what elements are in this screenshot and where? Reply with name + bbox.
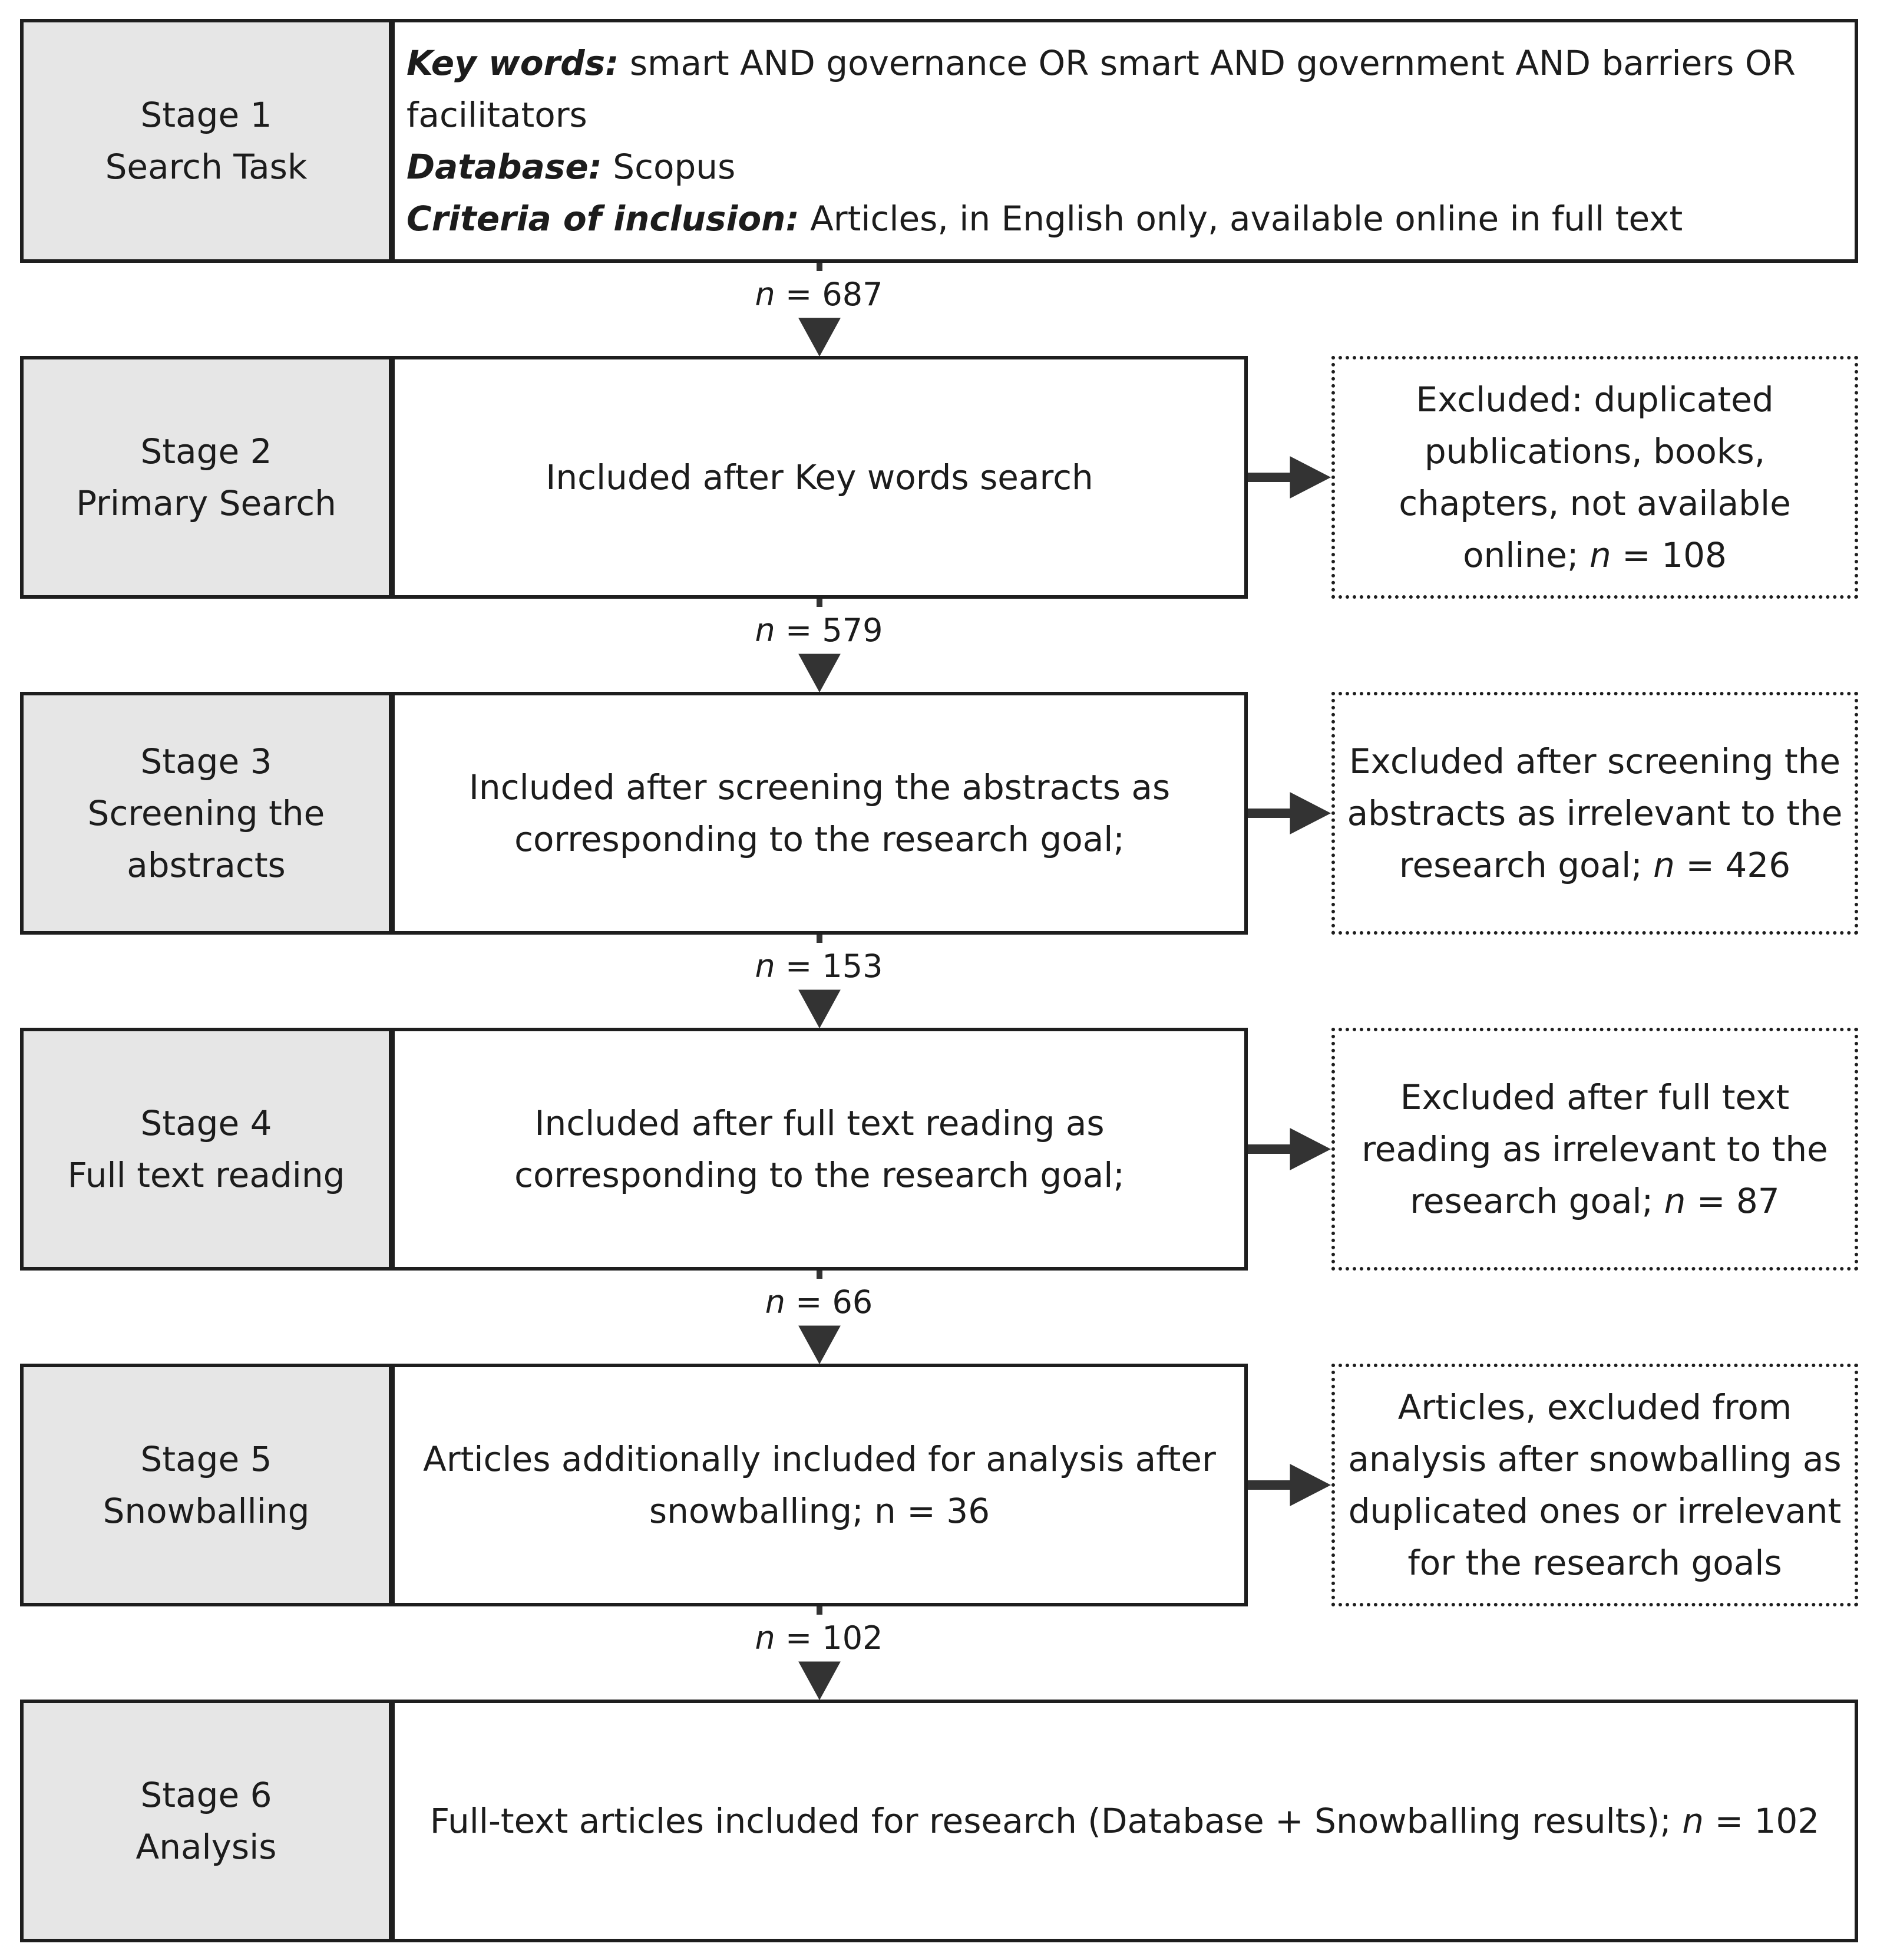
- stage-6-row: Stage 6 Analysis Full-text articles incl…: [20, 1700, 1858, 1942]
- count-4: n = 66: [765, 1283, 873, 1321]
- stage-4-title: Full text reading: [67, 1155, 345, 1195]
- stage-2-included: Included after Key words search: [546, 457, 1093, 497]
- stage-4-label: Stage 4 Full text reading: [24, 1031, 395, 1267]
- right-arrow-3: [1248, 1128, 1331, 1170]
- down-arrow-3: [798, 935, 841, 1029]
- stage-5-title: Snowballing: [103, 1491, 310, 1531]
- stage-6-number: Stage 6: [140, 1775, 272, 1815]
- stage-3-included: Included after screening the abstracts a…: [468, 767, 1171, 859]
- down-arrow-2: [798, 599, 841, 693]
- count-5: n = 102: [755, 1619, 883, 1657]
- stage-4-row: Stage 4 Full text reading Included after…: [20, 1028, 1248, 1271]
- criteria-label: Criteria of inclusion:: [407, 199, 799, 239]
- stage-3-title-line2: abstracts: [127, 845, 286, 885]
- stage-1-title: Search Task: [105, 147, 308, 187]
- search-criteria: Key words: smart AND governance OR smart…: [395, 22, 1855, 259]
- count-2: n = 579: [755, 612, 883, 649]
- stage-1-label: Stage 1 Search Task: [24, 22, 395, 259]
- down-arrow-5: [798, 1606, 841, 1701]
- right-arrow-2: [1248, 792, 1331, 834]
- stage-5-number: Stage 5: [140, 1439, 272, 1479]
- keywords-label: Key words:: [407, 43, 619, 83]
- stage-3-label: Stage 3 Screening the abstracts: [24, 695, 395, 931]
- excluded-box-2: Excluded after screening the abstracts a…: [1331, 692, 1858, 935]
- stage-4-number: Stage 4: [140, 1103, 272, 1143]
- database-label: Database:: [407, 147, 602, 187]
- stage-3-row: Stage 3 Screening the abstracts Included…: [20, 692, 1248, 935]
- stage-2-title: Primary Search: [76, 483, 336, 523]
- excluded-box-1: Excluded: duplicated publications, books…: [1331, 356, 1858, 599]
- stage-6-title: Analysis: [136, 1827, 277, 1867]
- database-value: Scopus: [602, 147, 736, 187]
- excluded-box-4: Articles, excluded from analysis after s…: [1331, 1364, 1858, 1606]
- stage-6-label: Stage 6 Analysis: [24, 1703, 395, 1939]
- stage-1-number: Stage 1: [140, 95, 272, 135]
- stage-6-included: Full-text articles included for research…: [429, 1801, 1820, 1841]
- excluded-box-3: Excluded after full text reading as irre…: [1331, 1028, 1858, 1271]
- right-arrow-1: [1248, 456, 1331, 499]
- stage-5-label: Stage 5 Snowballing: [24, 1367, 395, 1603]
- stage-3-number: Stage 3: [140, 741, 272, 781]
- keywords-value: smart AND governance OR smart AND govern…: [407, 43, 1796, 135]
- stage-2-label: Stage 2 Primary Search: [24, 359, 395, 595]
- criteria-value: Articles, in English only, available onl…: [799, 199, 1683, 239]
- down-arrow-1: [798, 263, 841, 357]
- count-3: n = 153: [755, 948, 883, 985]
- stage-5-row: Stage 5 Snowballing Articles additionall…: [20, 1364, 1248, 1606]
- stage-1-row: Stage 1 Search Task Key words: smart AND…: [20, 19, 1858, 263]
- right-arrow-4: [1248, 1464, 1331, 1506]
- stage-4-included: Included after full text reading as corr…: [514, 1103, 1125, 1195]
- count-1: n = 687: [755, 276, 883, 313]
- stage-2-row: Stage 2 Primary Search Included after Ke…: [20, 356, 1248, 599]
- down-arrow-4: [798, 1271, 841, 1365]
- stage-5-included: Articles additionally included for analy…: [423, 1439, 1216, 1531]
- stage-2-number: Stage 2: [140, 431, 272, 471]
- stage-3-title: Screening the: [87, 793, 325, 833]
